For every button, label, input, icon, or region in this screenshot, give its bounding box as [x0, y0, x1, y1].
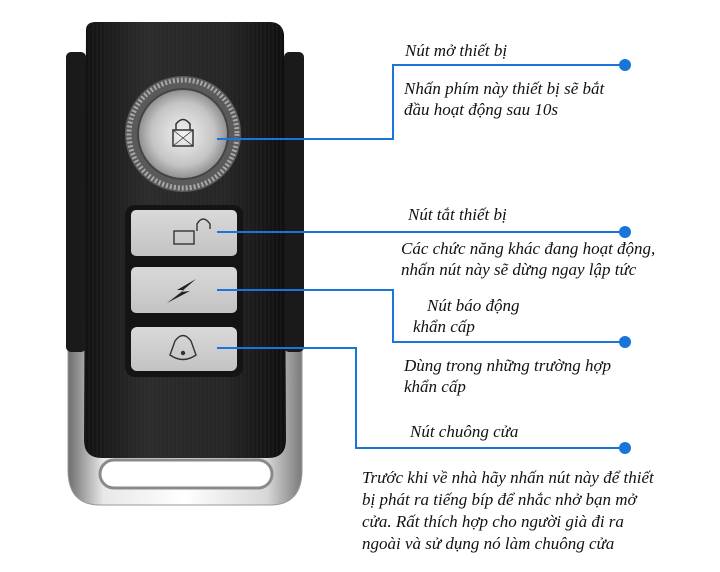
keyring-slot: [98, 458, 274, 490]
callout-arm-desc-line1: Nhấn phím này thiết bị sẽ bắt: [404, 79, 605, 98]
callout-doorbell-desc-line4: ngoài và sử dụng nó làm chuông cửa: [362, 534, 615, 553]
lock-closed-icon: [172, 118, 194, 147]
callout-connectors: [217, 59, 631, 454]
connector-panic-dot: [619, 336, 631, 348]
connector-disarm-dot: [619, 226, 631, 238]
callout-doorbell-desc-line1: Trước khi về nhà hãy nhấn nút này để thi…: [362, 468, 654, 487]
callout-disarm-desc-line1: Các chức năng khác đang hoạt động,: [401, 239, 656, 258]
callout-doorbell-desc-line2: bị phát ra tiếng bíp để nhắc nhở bạn mở: [362, 490, 637, 509]
callout-panic-desc-line2: khẩn cấp: [404, 377, 466, 396]
connector-arm-line: [217, 64, 625, 140]
body-side-right: [284, 52, 304, 352]
connector-doorbell-dot: [619, 442, 631, 454]
lock-open-icon: [173, 218, 211, 245]
callout-arm-title: Nút mở thiết bị: [405, 41, 508, 60]
callout-panic-desc-line1: Dùng trong những trường hợp: [404, 356, 612, 375]
lightning-icon: [167, 279, 196, 303]
callout-arm-desc-line2: đầu hoạt động sau 10s: [404, 100, 558, 119]
body-side-left: [66, 52, 86, 352]
disarm-button[interactable]: [131, 210, 237, 256]
callout-disarm-desc-line2: nhấn nút này sẽ dừng ngay lập tức: [401, 260, 637, 279]
arm-button[interactable]: [137, 88, 229, 180]
connector-arm-dot: [619, 59, 631, 71]
connector-doorbell-line: [217, 347, 625, 449]
connector-panic-line: [217, 289, 625, 343]
doorbell-button[interactable]: [131, 327, 237, 371]
callout-doorbell-title: Nút chuông cửa: [410, 422, 519, 441]
callout-doorbell-desc-line3: cửa. Rất thích hợp cho người già đi ra: [362, 512, 624, 531]
bell-icon: [169, 334, 197, 361]
callout-panic-title-line1: Nút báo động: [427, 296, 520, 315]
callout-disarm-title: Nút tắt thiết bị: [408, 205, 507, 224]
callout-panic-title-line2: khẩn cấp: [413, 317, 475, 336]
